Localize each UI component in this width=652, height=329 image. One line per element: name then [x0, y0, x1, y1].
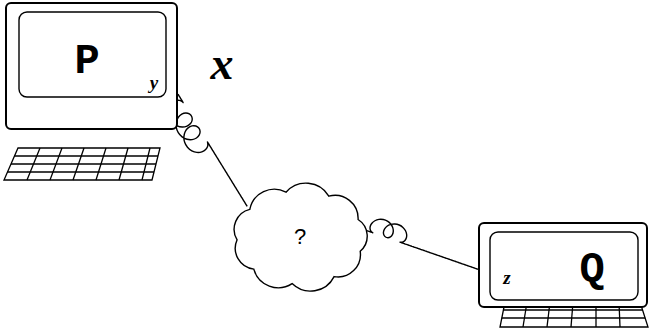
- keyboard-outline: [4, 148, 160, 180]
- key-row: [502, 317, 645, 318]
- key-column: [119, 148, 128, 180]
- computer-monitor: Py: [5, 2, 178, 130]
- network-cable: [366, 219, 478, 269]
- screen-frame: [480, 224, 646, 306]
- screen-letter: Q: [579, 249, 604, 291]
- network-cloud: ?: [225, 180, 375, 295]
- key-column: [50, 148, 62, 180]
- signal-label: x: [211, 41, 234, 87]
- key-column: [73, 148, 84, 180]
- key-column: [142, 148, 150, 180]
- screen: [490, 232, 638, 300]
- screen-letter: P: [74, 41, 99, 83]
- screen: [19, 12, 166, 97]
- key-column: [96, 148, 106, 180]
- network-cable: [168, 94, 247, 206]
- keyboard-left: [4, 148, 160, 180]
- screen-label: z: [503, 268, 510, 287]
- cloud-mark: ?: [294, 226, 306, 248]
- computer-monitor: zQ: [478, 222, 648, 308]
- screen-label: y: [150, 73, 158, 92]
- key-column: [27, 148, 40, 180]
- cloud-outline: [234, 183, 367, 291]
